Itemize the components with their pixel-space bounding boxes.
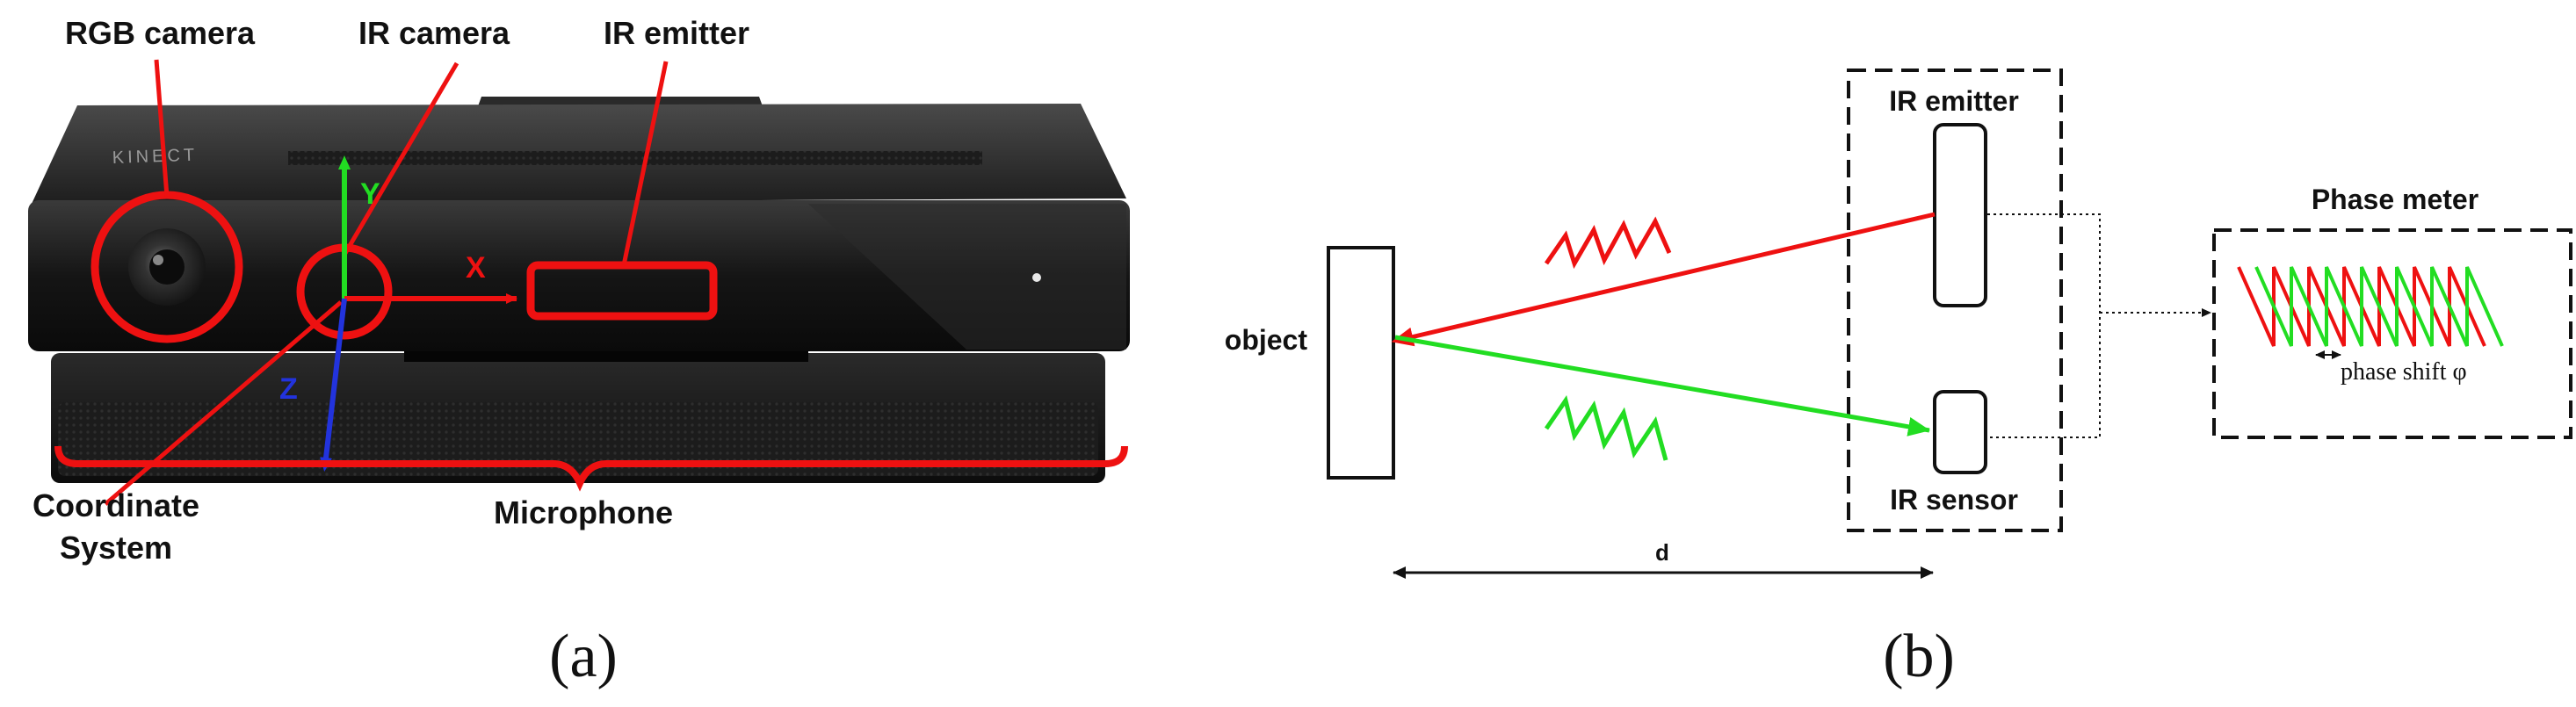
reflected-ray (1394, 335, 1930, 436)
ir-camera-leader (342, 61, 459, 256)
ir-emitter-label-b: IR emitter (1889, 85, 2019, 117)
ir-emitter-leader (621, 61, 669, 266)
rgb-camera-leader (154, 59, 170, 198)
emitter-signal-line (1987, 213, 2101, 438)
ir-emitter-outline (526, 261, 718, 321)
emitted-wave-icon (1544, 216, 1672, 270)
device-stand-shadow (404, 351, 808, 362)
phase-meter-label: Phase meter (2312, 184, 2478, 215)
reflected-wave-icon (1544, 395, 1668, 461)
panel-b-caption: (b) (1883, 623, 1955, 690)
axis-y-label: Y (360, 177, 380, 211)
status-led (1032, 273, 1041, 282)
coordinate-system-label-line1: Coordinate (33, 487, 199, 523)
microphone-label: Microphone (494, 494, 673, 530)
phase-shift-label: phase shift φ (2341, 358, 2467, 386)
panel-a: KINECT Y X Z RGB camera IR (28, 15, 1130, 690)
kinect-brand-logo: KINECT (112, 146, 198, 168)
rgb-lens-inner (149, 249, 185, 285)
microphone-bracket (54, 445, 1128, 492)
axis-x-label: X (466, 251, 486, 285)
ir-sensor-label: IR sensor (1890, 484, 2018, 516)
ir-sensor-element (1933, 390, 1987, 474)
rgb-camera-label: RGB camera (65, 15, 256, 51)
ir-camera-label: IR camera (358, 15, 510, 51)
phase-meter-box-dashed (2212, 228, 2572, 439)
phase-meter-green-sawtooth (2254, 266, 2504, 347)
ir-emitter-element (1933, 123, 1987, 307)
base-grille (58, 402, 1098, 476)
panel-a-caption: (a) (549, 623, 618, 690)
camera-housing-dashed (1847, 69, 2063, 532)
object-box (1327, 246, 1395, 480)
kinect-device: KINECT (28, 97, 1130, 483)
rgb-lens-glint (153, 255, 163, 265)
distance-label: d (1655, 539, 1669, 566)
coordinate-system-leader (104, 300, 343, 506)
panel-b: object IR emitter IR sensor Phase meter … (1225, 69, 2572, 690)
coordinate-system-label-line2: System (60, 530, 172, 566)
axis-z-label: Z (279, 372, 298, 406)
device-front-shine (808, 204, 1126, 350)
top-vent (288, 151, 982, 165)
emitted-ray (1391, 212, 1936, 347)
axis-z-arrow (320, 298, 347, 472)
ir-emitter-label: IR emitter (604, 15, 749, 51)
object-label: object (1225, 324, 1308, 356)
